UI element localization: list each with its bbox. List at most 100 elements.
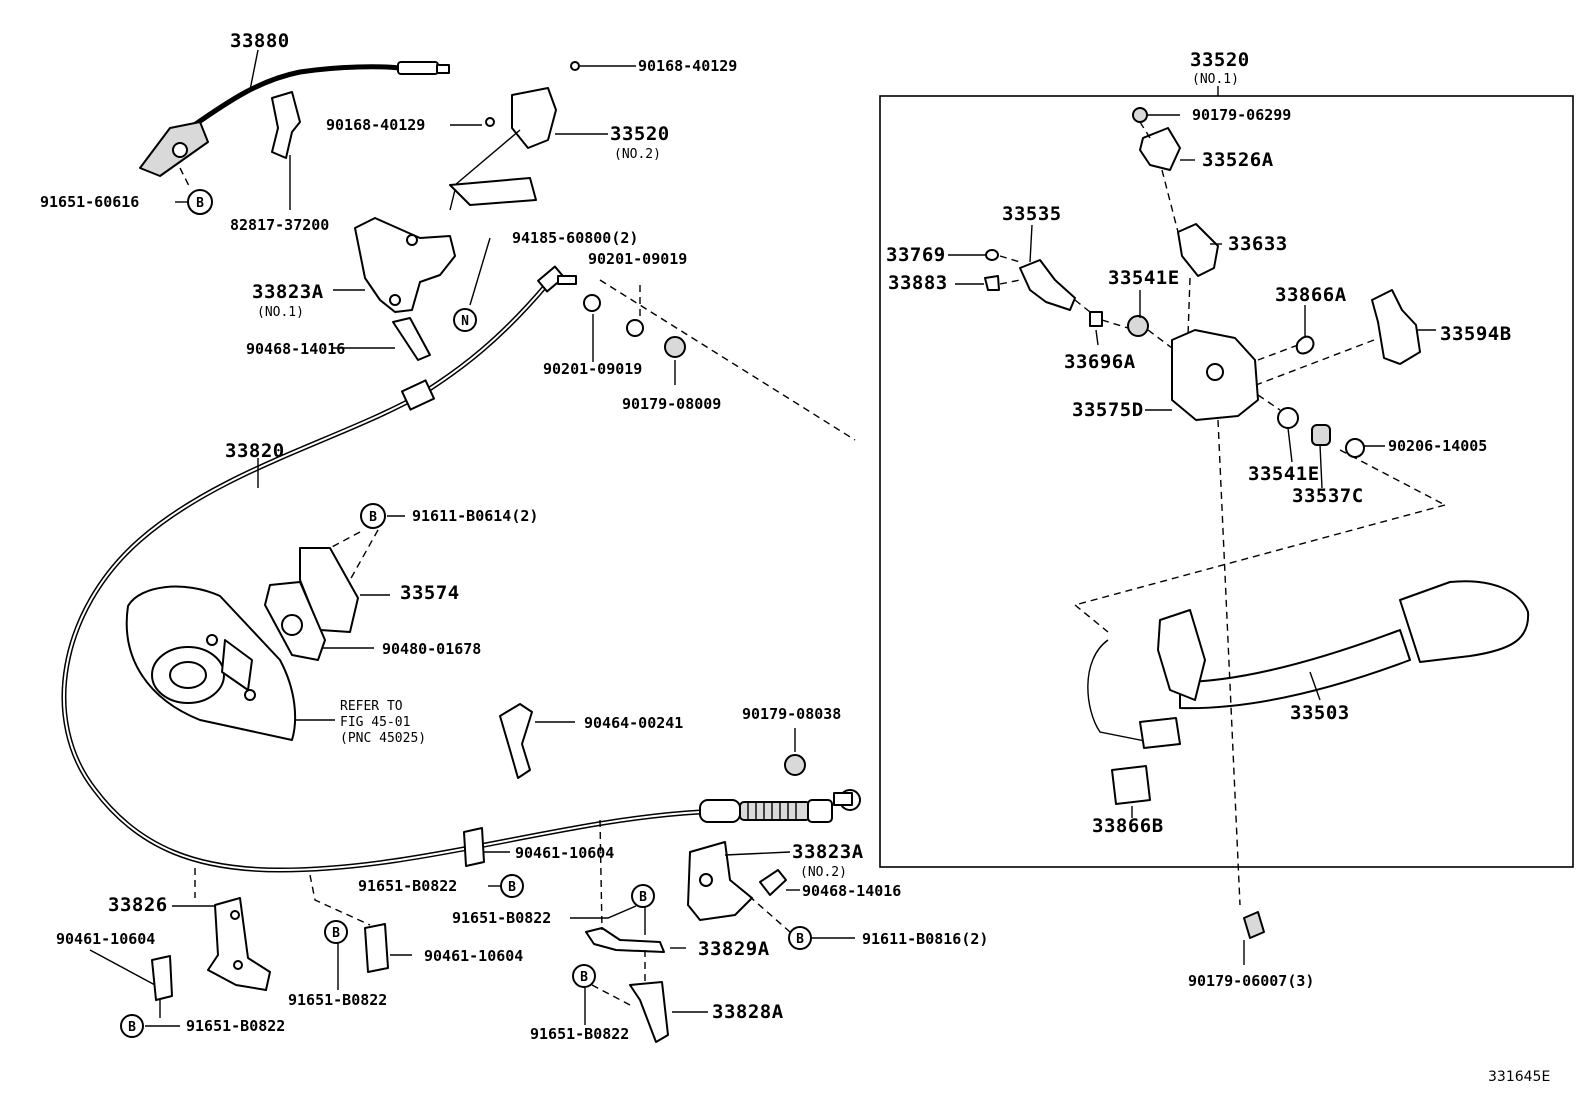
bracket-33829a: [585, 927, 665, 953]
lever-33633: [1177, 223, 1219, 277]
callout-33696a: 33696A: [1064, 351, 1136, 373]
callout-33526a: 33526A: [1202, 149, 1274, 171]
callout-33820: 33820: [225, 440, 285, 462]
callout-90168-40129-b: 90168-40129: [326, 116, 425, 134]
svg-text:B: B: [369, 510, 377, 525]
lever-33594b: [1371, 289, 1421, 365]
callout-91651-b0822-a: 91651-B0822: [358, 877, 457, 895]
callout-33575d: 33575D: [1072, 399, 1144, 421]
callout-90468-14016-b: 90468-14016: [802, 882, 901, 900]
washer-90201-b: [626, 319, 644, 337]
callout-33520-no1-sub: (NO.1): [1192, 72, 1239, 87]
pin-33769: [985, 249, 999, 261]
svg-text:B: B: [639, 890, 647, 905]
callout-33823a-no1: 33823A: [252, 281, 324, 303]
callout-33883: 33883: [888, 272, 948, 294]
svg-text:B: B: [332, 926, 340, 941]
callout-90461-10604-c: 90461-10604: [424, 947, 523, 965]
plate-33574: [264, 547, 359, 661]
bracket-33826: [207, 897, 271, 991]
callout-91651-b0822-d: 91651-B0822: [186, 1017, 285, 1035]
callout-33769: 33769: [886, 244, 946, 266]
clip-90461-b: [463, 827, 485, 867]
svg-text:B: B: [580, 970, 588, 985]
figure-code: 331645E: [1488, 1069, 1550, 1085]
cam-33526a: [1139, 127, 1181, 171]
clamp-90464: [499, 703, 533, 779]
callout-33503: 33503: [1290, 702, 1350, 724]
callout-90206-14005: 90206-14005: [1388, 437, 1487, 455]
svg-text:N: N: [461, 314, 469, 329]
callout-82817-37200: 82817-37200: [230, 216, 329, 234]
callout-33541e-a: 33541E: [1108, 267, 1180, 289]
washer-90206: [1345, 438, 1365, 458]
nut-90179-08038: [784, 754, 806, 776]
callout-33535: 33535: [1002, 203, 1062, 225]
bolt-marker-b: B B B B B B B B: [120, 189, 812, 1038]
cable-end-bottom: [699, 789, 861, 823]
connector-33866b: [1111, 765, 1151, 805]
callout-90201-09019-b: 90201-09019: [543, 360, 642, 378]
svg-text:B: B: [508, 880, 516, 895]
callout-fig: FIG 45-01: [340, 715, 410, 730]
callout-90461-10604-b: 90461-10604: [56, 930, 155, 948]
bushing-90179-08009: [664, 336, 686, 358]
nut-90179-06007: [1243, 911, 1265, 939]
clip-82817: [271, 91, 301, 159]
bushing-33541e-b: [1277, 407, 1299, 429]
callout-33866b: 33866B: [1092, 815, 1164, 837]
svg-text:B: B: [128, 1020, 136, 1035]
spring-33696a: [1089, 311, 1103, 327]
callout-33880: 33880: [230, 30, 290, 52]
callout-33826: 33826: [108, 894, 168, 916]
callout-refer: REFER TO: [340, 699, 403, 714]
assembly-frame: [879, 95, 1574, 868]
callout-90461-10604-a: 90461-10604: [515, 844, 614, 862]
shift-lever-33503: [1087, 580, 1530, 749]
callout-91611-b0614: 91611-B0614(2): [412, 507, 538, 525]
callout-33866a: 33866A: [1275, 284, 1347, 306]
callout-91651-60616: 91651-60616: [40, 193, 139, 211]
callout-33520-no1: 33520: [1190, 49, 1250, 71]
callout-33633: 33633: [1228, 233, 1288, 255]
callout-90168-40129-a: 90168-40129: [638, 57, 737, 75]
sensor-cable-33880: [139, 61, 450, 177]
callout-90201-09019-a: 90201-09019: [588, 250, 687, 268]
callout-33594b: 33594B: [1440, 323, 1512, 345]
svg-text:B: B: [796, 932, 804, 947]
callout-pnc: (PNC 45025): [340, 731, 426, 746]
nut-marker-n: N: [453, 308, 477, 332]
clip-90461-a: [151, 955, 173, 1001]
callout-33828a: 33828A: [712, 1001, 784, 1023]
cable-end-top: [400, 265, 577, 411]
callout-91651-b0822-c: 91651-B0822: [288, 991, 387, 1009]
callout-33823a-no2-sub: (NO.2): [800, 865, 847, 880]
callout-33520-no2: 33520: [610, 123, 670, 145]
callout-33823a-no2: 33823A: [792, 841, 864, 863]
clip-90461-c: [364, 923, 389, 973]
callout-33541e-b: 33541E: [1248, 463, 1320, 485]
callout-33520-no2-sub: (NO.2): [614, 147, 661, 162]
floor-plate-45025: [125, 585, 297, 741]
callout-33537c: 33537C: [1292, 485, 1364, 507]
lever-33535: [1019, 259, 1076, 311]
callout-94185-60800: 94185-60800(2): [512, 229, 638, 247]
bushing-33541e-a: [1127, 315, 1149, 337]
nut-90179-06299: [1132, 107, 1148, 123]
callout-90179-06007: 90179-06007(3): [1188, 972, 1314, 990]
spring-33866a: [1295, 335, 1315, 355]
leader-lines: [89, 49, 1446, 1027]
svg-text:B: B: [196, 196, 204, 211]
collar-33537c: [1311, 424, 1331, 446]
callout-91651-b0822-b: 91651-B0822: [452, 909, 551, 927]
clip-33883: [984, 275, 1000, 291]
callout-33574: 33574: [400, 582, 460, 604]
callout-90179-06299: 90179-06299: [1192, 106, 1291, 124]
callout-91611-b0816: 91611-B0816(2): [862, 930, 988, 948]
callout-91651-b0822-e: 91651-B0822: [530, 1025, 629, 1043]
lever-33520-no2: [449, 61, 580, 211]
callout-90480-01678: 90480-01678: [382, 640, 481, 658]
callout-90464-00241: 90464-00241: [584, 714, 683, 732]
callout-33823a-no1-sub: (NO.1): [257, 305, 304, 320]
